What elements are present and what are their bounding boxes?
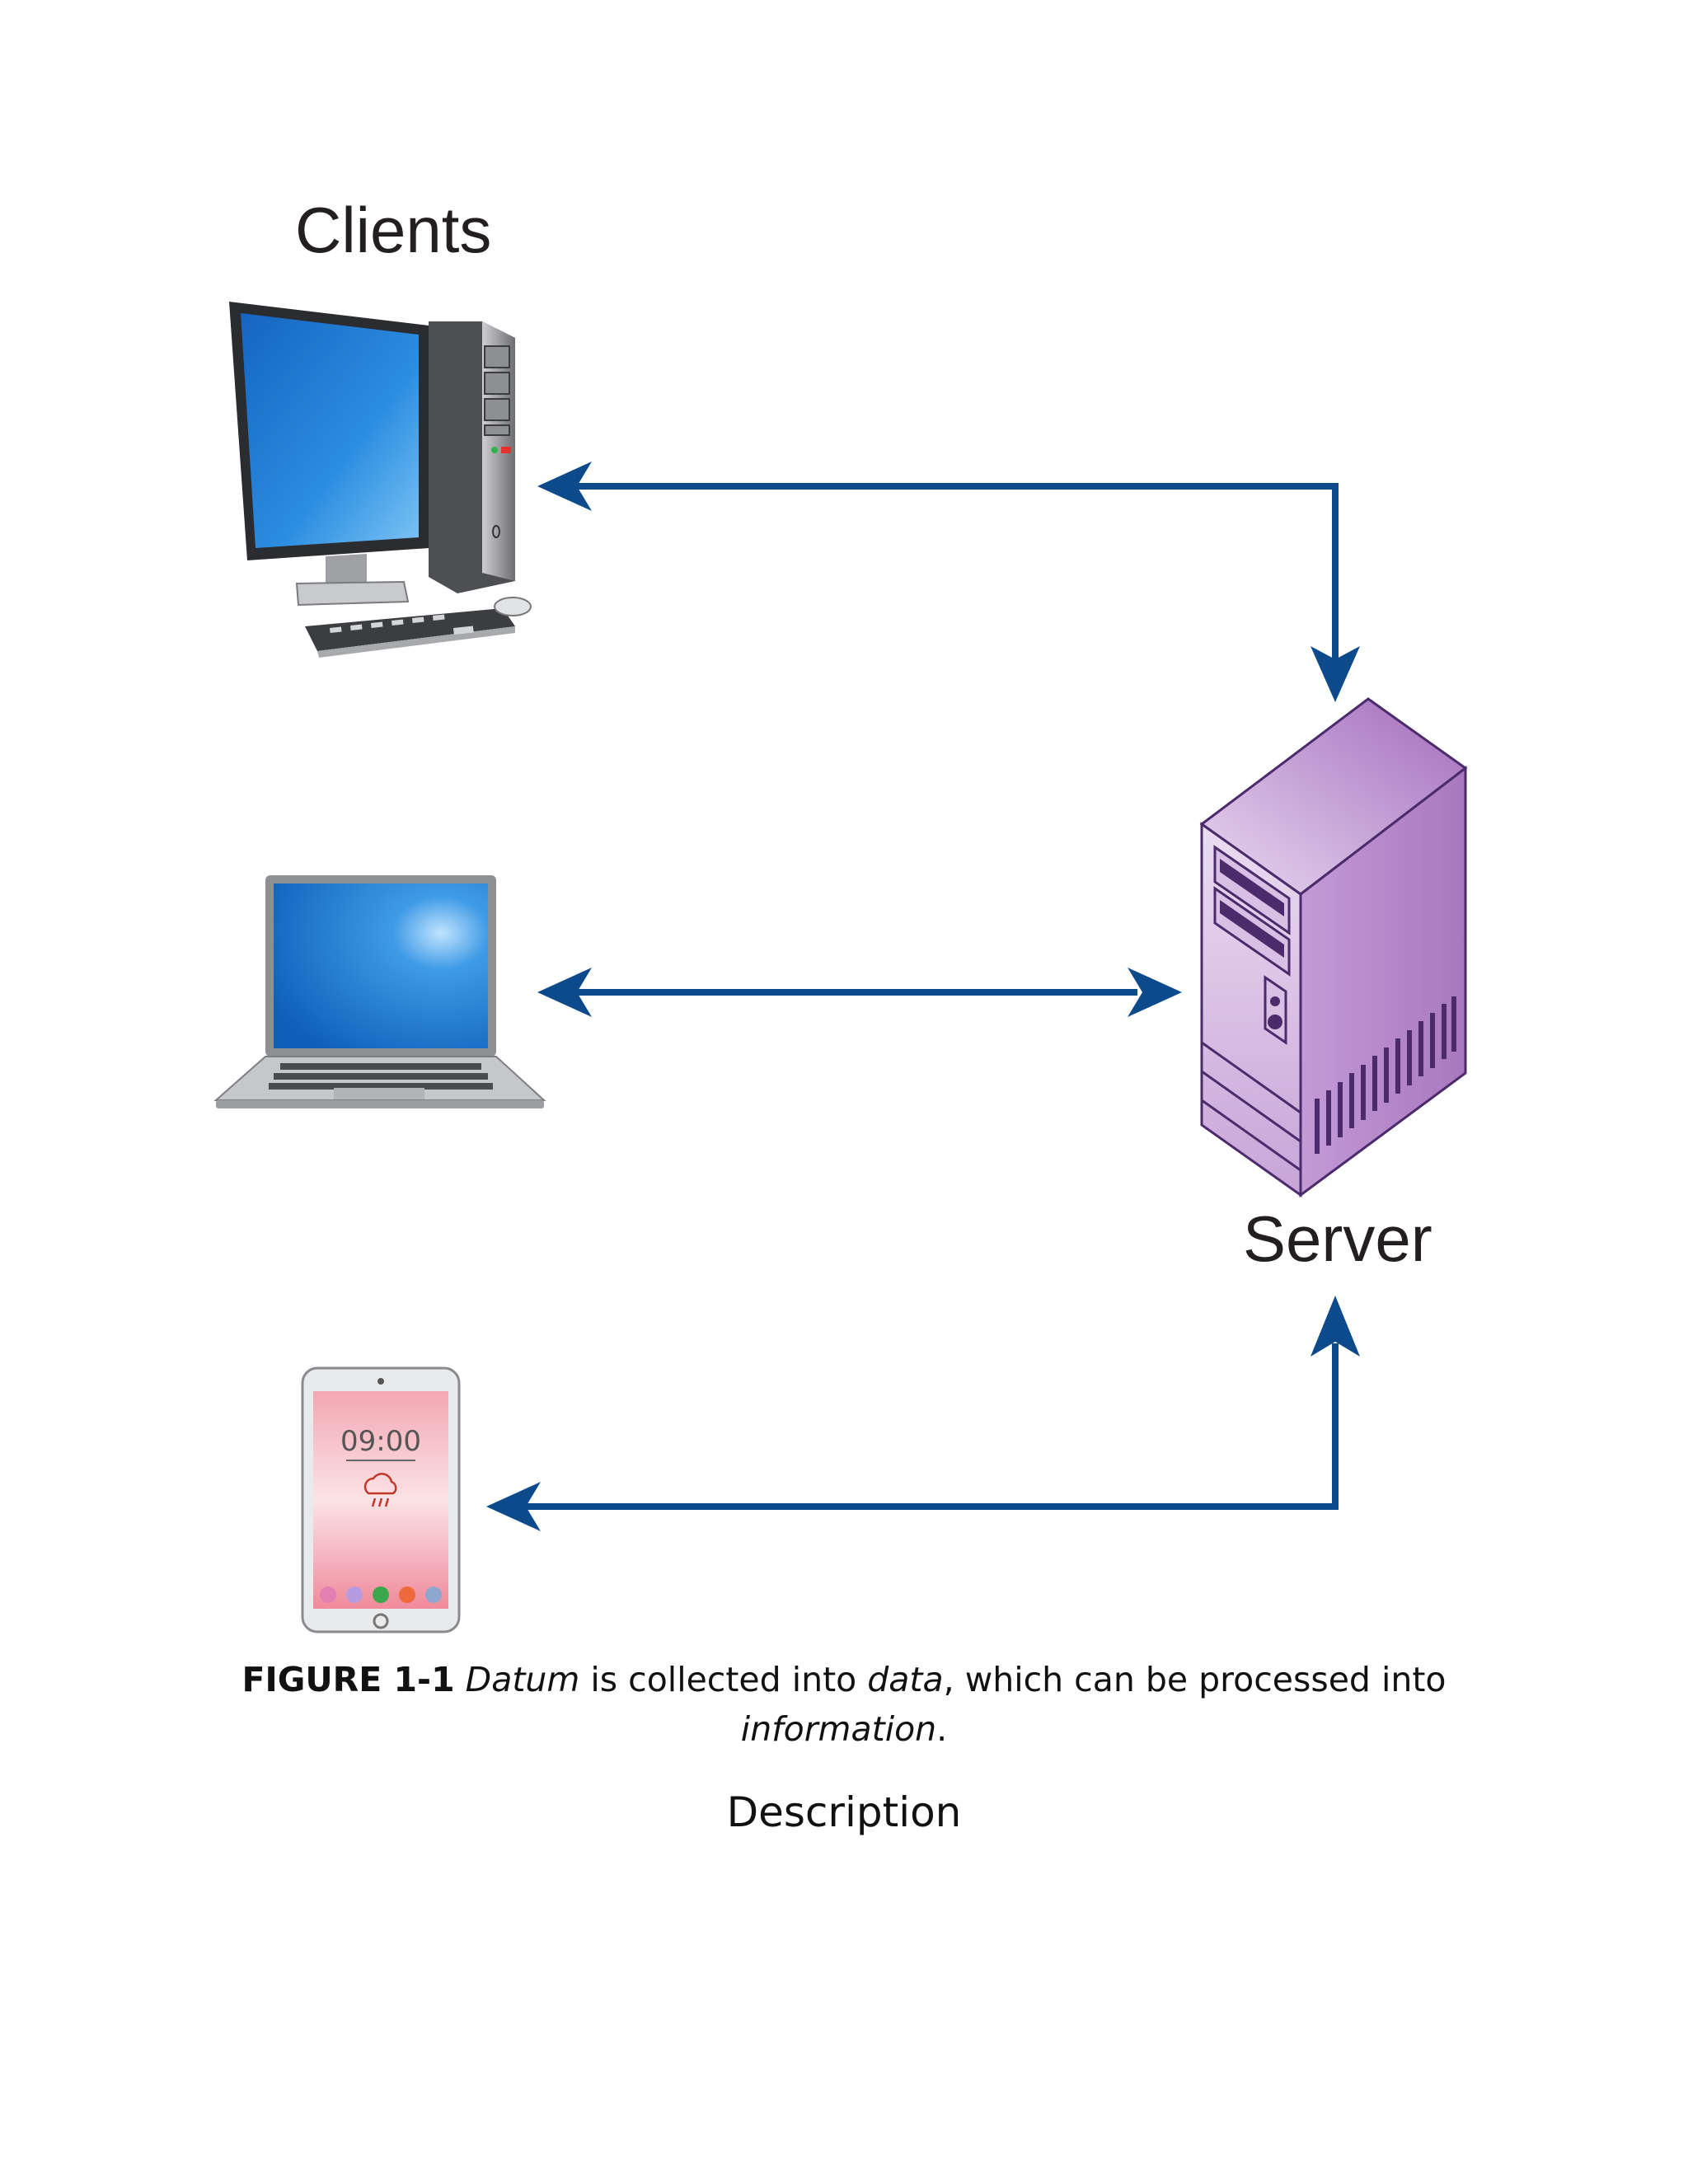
figure-label: FIGURE 1-1 [241, 1660, 455, 1699]
caption-period: . [936, 1709, 948, 1749]
server-icon [1199, 697, 1468, 1197]
server-label: Server [1243, 1202, 1432, 1275]
figure-caption: FIGURE 1-1 Datum is collected into data,… [165, 1655, 1523, 1754]
tablet-icon: 09:00 [301, 1366, 461, 1633]
caption-text-2: , which can be processed into [943, 1660, 1447, 1699]
arrow-laptop-server [537, 968, 1182, 1017]
arrow-desktop-server [537, 462, 1360, 702]
desktop-computer-icon [229, 302, 532, 658]
caption-text-1: is collected into [579, 1660, 868, 1699]
caption-data: data [867, 1660, 944, 1699]
tablet-clock-text: 09:00 [340, 1425, 421, 1458]
clients-label: Clients [295, 194, 491, 266]
caption-information: information [740, 1709, 937, 1749]
weather-icon [363, 1473, 397, 1507]
caption-datum: Datum [465, 1660, 580, 1699]
description-link[interactable]: Description [726, 1788, 962, 1836]
laptop-icon [213, 875, 546, 1108]
arrow-tablet-server [486, 1296, 1360, 1531]
